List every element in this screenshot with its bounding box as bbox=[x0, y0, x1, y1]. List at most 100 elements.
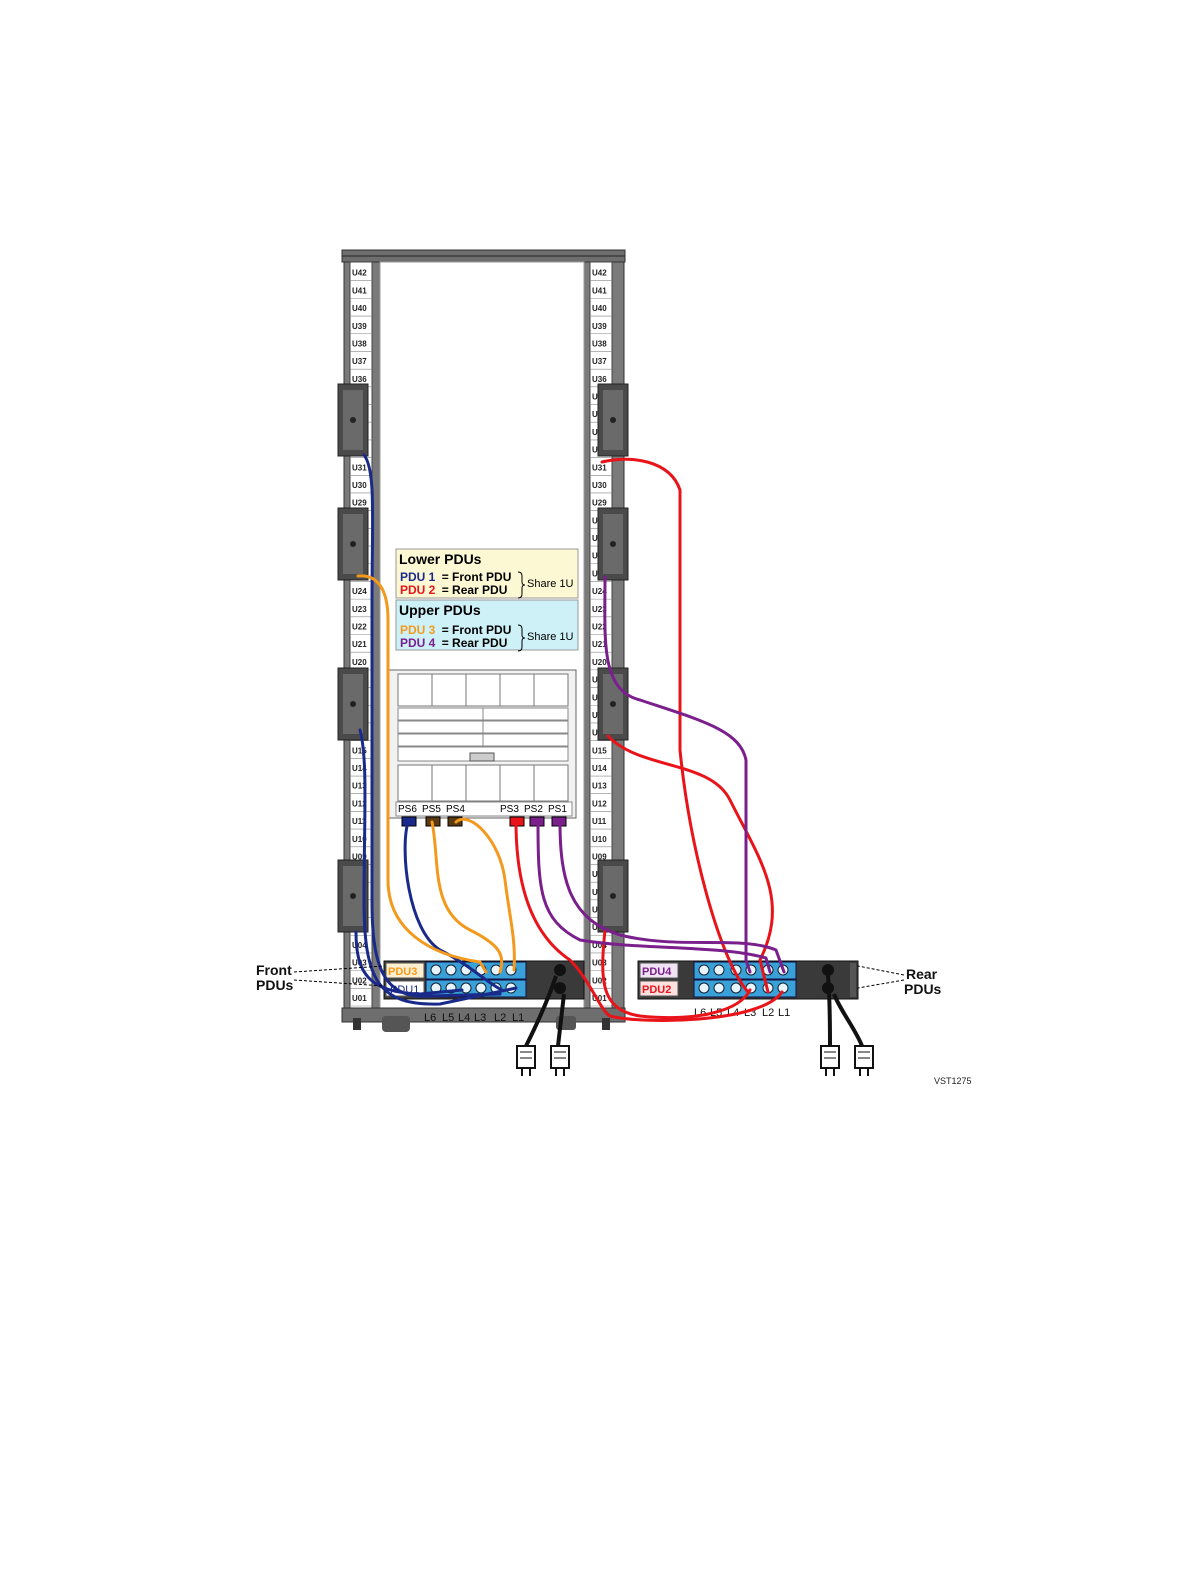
pdu3-cables bbox=[356, 574, 516, 974]
rack-u-label: U11 bbox=[352, 817, 367, 826]
pdu4-cables bbox=[536, 575, 786, 974]
rack-u-label: U02 bbox=[592, 976, 607, 985]
rack-u-label: U01 bbox=[352, 994, 367, 1003]
lower-pdus-box bbox=[395, 548, 579, 599]
rack-u-label: U15 bbox=[592, 746, 607, 755]
rack-u-label: U37 bbox=[592, 357, 607, 366]
left-pdu-modules bbox=[337, 383, 369, 933]
rack-u-label: U42 bbox=[352, 269, 367, 278]
line-label: L4 bbox=[458, 1012, 470, 1024]
pdu-module bbox=[597, 383, 629, 457]
rack-u-label: U40 bbox=[352, 304, 367, 313]
rear-callout-line2: PDUs bbox=[904, 981, 942, 997]
line-label: L6 bbox=[424, 1012, 436, 1024]
pdu2-cables bbox=[514, 457, 784, 1022]
rack-u-label: U41 bbox=[592, 286, 607, 295]
rack-u-label: U09 bbox=[592, 852, 607, 861]
rack-u-label: U39 bbox=[592, 322, 607, 331]
rack-u-label: U12 bbox=[352, 799, 367, 808]
pdu3-tag-box bbox=[385, 962, 425, 979]
power-supply-labels: PS6 PS5 PS4 PS3 PS2 PS1 bbox=[398, 804, 567, 815]
line-label: L1 bbox=[778, 1007, 790, 1019]
front-line-labels: L6 L5 L4 L3 L2 L1 bbox=[424, 1012, 524, 1024]
rack-u-label: U30 bbox=[352, 481, 367, 490]
lower-pdus-title: Lower PDUs bbox=[399, 551, 482, 567]
rack-u-label: U23 bbox=[592, 605, 607, 614]
rack-u-label: U36 bbox=[352, 375, 367, 384]
front-pdus-callout: Front PDUs bbox=[256, 962, 385, 993]
ps-label: PS5 bbox=[422, 804, 441, 815]
rack-u-label: U37 bbox=[352, 357, 367, 366]
ps-label: PS2 bbox=[524, 804, 543, 815]
svg-text:PDU 2 = Rear PDU: PDU 2 = Rear PDU bbox=[400, 583, 507, 597]
rack-u-label: U41 bbox=[352, 286, 367, 295]
lower-brace bbox=[517, 571, 526, 599]
rack-u-label: U14 bbox=[352, 764, 367, 773]
plug-icon bbox=[550, 1045, 570, 1076]
pdu2-tag: PDU2 bbox=[642, 984, 671, 996]
rear-callout-line1: Rear bbox=[906, 966, 938, 982]
pdu4-tag: PDU4 bbox=[642, 966, 672, 978]
lower-share-text: Share 1U bbox=[527, 578, 574, 590]
front-callout-line1: Front bbox=[256, 962, 292, 978]
rack-u-label: U24 bbox=[592, 587, 607, 596]
pdu4-label: PDU 4 bbox=[400, 636, 436, 650]
rack-u-label: U20 bbox=[352, 658, 367, 667]
svg-text:PDU 1 = Front PDU: PDU 1 = Front PDU bbox=[400, 570, 511, 584]
rack-u-label: U14 bbox=[592, 764, 607, 773]
plug-icon bbox=[516, 1045, 536, 1076]
pdu1-desc: = Front PDU bbox=[442, 570, 512, 584]
upper-pdus-title: Upper PDUs bbox=[399, 602, 481, 618]
ps-label: PS6 bbox=[398, 804, 417, 815]
right-pdu-modules bbox=[597, 383, 629, 933]
power-cords bbox=[524, 975, 864, 1047]
rear-pdus-callout: Rear PDUs bbox=[857, 965, 942, 997]
pdu3-tag: PDU3 bbox=[388, 966, 417, 978]
rack-u-label: U11 bbox=[592, 817, 607, 826]
plug-icon bbox=[854, 1045, 874, 1076]
rack-u-label: U12 bbox=[592, 799, 607, 808]
pdu1-label: PDU 1 bbox=[400, 570, 436, 584]
rack-u-label: U38 bbox=[592, 339, 607, 348]
pdu-module bbox=[337, 667, 369, 741]
pdu4-desc: = Rear PDU bbox=[442, 636, 508, 650]
upper-brace bbox=[517, 624, 526, 652]
rack-u-label: U29 bbox=[592, 499, 607, 508]
upper-pdus-box bbox=[395, 599, 579, 651]
rack-u-label: U22 bbox=[352, 623, 367, 632]
pdu2-tag-box bbox=[639, 980, 679, 997]
svg-text:PDU 3 = Front PDU: PDU 3 = Front PDU bbox=[400, 623, 511, 637]
plug-icons bbox=[516, 1045, 874, 1076]
rack-u-label: U31 bbox=[592, 463, 607, 472]
pdu2-desc: = Rear PDU bbox=[442, 583, 508, 597]
rack-u-label: U03 bbox=[592, 959, 607, 968]
rack-u-label: U30 bbox=[592, 481, 607, 490]
rack-u-label: U04 bbox=[352, 941, 367, 950]
front-callout-line2: PDUs bbox=[256, 977, 294, 993]
line-label: L2 bbox=[762, 1007, 774, 1019]
ps-label: PS1 bbox=[548, 804, 567, 815]
rack-u-label: U39 bbox=[352, 322, 367, 331]
rack-u-label: U29 bbox=[352, 499, 367, 508]
rack-u-label: U42 bbox=[592, 269, 607, 278]
ps-label: PS3 bbox=[500, 804, 519, 815]
legend: Lower PDUs PDU 1 = Front PDU PDU 2 = Rea… bbox=[395, 548, 579, 652]
rack-u-label: U13 bbox=[592, 782, 607, 791]
rack-u-label: U21 bbox=[352, 640, 367, 649]
svg-text:PDU 4 = Rear PDU: PDU 4 = Rear PDU bbox=[400, 636, 507, 650]
pdu-module bbox=[597, 859, 629, 933]
rack-u-label: U13 bbox=[352, 782, 367, 791]
line-label: L5 bbox=[442, 1012, 454, 1024]
rack-base bbox=[341, 1007, 626, 1023]
pdu2-label: PDU 2 bbox=[400, 583, 436, 597]
line-label: L2 bbox=[494, 1012, 506, 1024]
upper-share-text: Share 1U bbox=[527, 631, 574, 643]
line-label: L1 bbox=[512, 1012, 524, 1024]
pdu3-label: PDU 3 bbox=[400, 623, 436, 637]
rack-u-label: U22 bbox=[592, 623, 607, 632]
rack-u-label: U40 bbox=[592, 304, 607, 313]
rack-u-label: U38 bbox=[352, 339, 367, 348]
rack-u-label: U31 bbox=[352, 463, 367, 472]
rack-u-label: U23 bbox=[352, 605, 367, 614]
